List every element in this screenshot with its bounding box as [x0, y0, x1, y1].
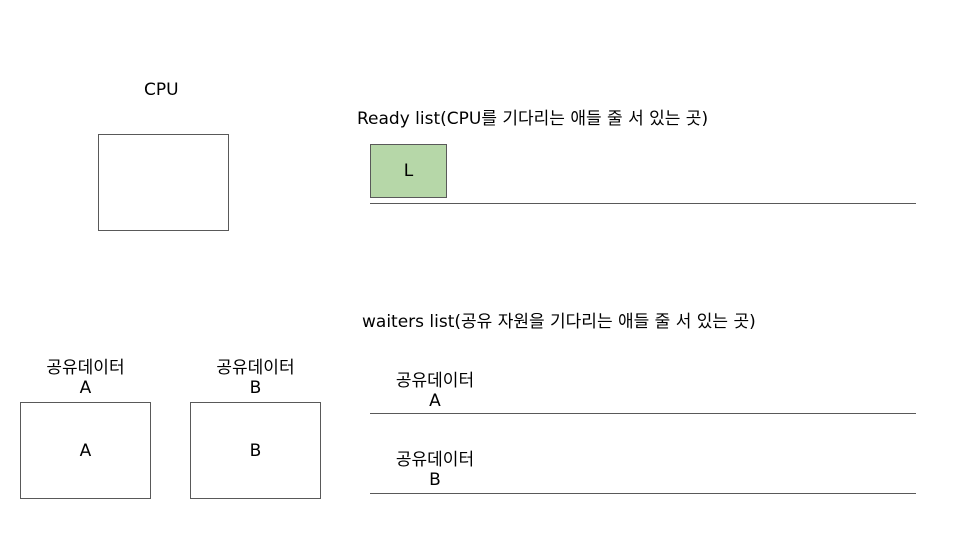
- waiters-list-title: waiters list(공유 자원을 기다리는 애들 줄 서 있는 곳): [362, 312, 756, 332]
- cpu-label: CPU: [144, 80, 179, 100]
- ready-list-title: Ready list(CPU를 기다리는 애들 줄 서 있는 곳): [357, 109, 709, 129]
- ready-list-line: [370, 203, 916, 204]
- shared-data-a-box: A: [20, 402, 151, 499]
- waiters-row-a-name: 공유데이터: [395, 371, 475, 391]
- waiters-row-b-label: 공유데이터 B: [388, 450, 482, 490]
- shared-data-a-content: A: [79, 440, 92, 461]
- shared-data-b-id: B: [249, 378, 262, 398]
- waiters-row-b-name: 공유데이터: [395, 450, 475, 470]
- shared-data-b-box: B: [190, 402, 321, 499]
- cpu-box: [98, 134, 229, 231]
- shared-data-a-label: 공유데이터 A: [20, 358, 151, 398]
- waiters-row-b-id: B: [429, 470, 441, 490]
- shared-data-b-label: 공유데이터 B: [190, 358, 321, 398]
- shared-data-b-content: B: [249, 440, 262, 461]
- waiters-row-a-label: 공유데이터 A: [388, 371, 482, 411]
- waiters-row-a-line: [370, 413, 916, 414]
- shared-data-a-name: 공유데이터: [46, 358, 125, 378]
- shared-data-b-name: 공유데이터: [216, 358, 295, 378]
- shared-data-a-id: A: [79, 378, 92, 398]
- waiters-row-a-id: A: [429, 391, 441, 411]
- ready-list-item: L: [370, 144, 447, 198]
- waiters-row-b-line: [370, 493, 916, 494]
- ready-list-item-label: L: [403, 161, 414, 181]
